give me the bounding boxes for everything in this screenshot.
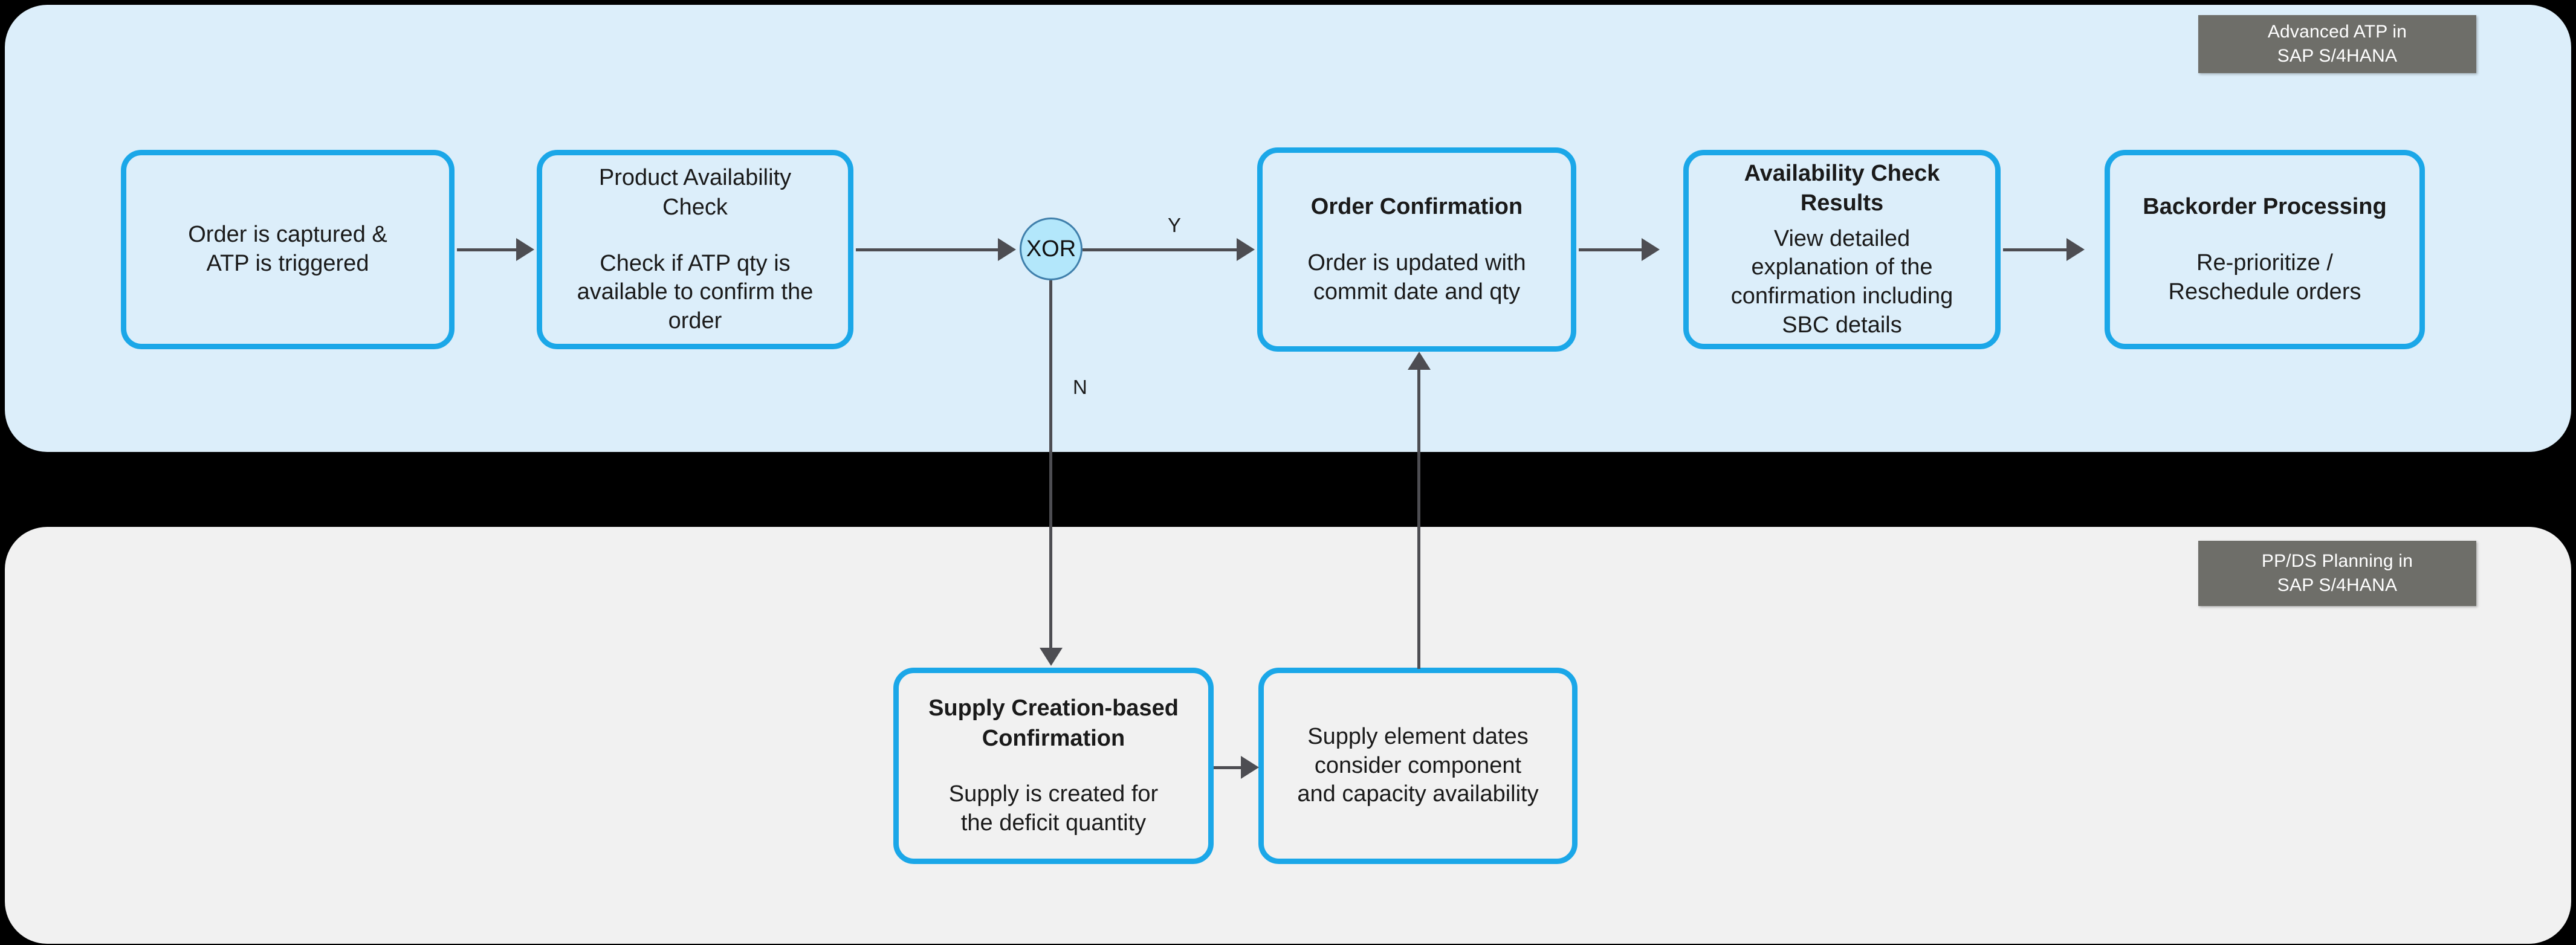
lane-tag-ppds-planning-line2: SAP S/4HANA bbox=[2277, 575, 2398, 595]
node-backorder-processing[interactable]: Backorder Processing Re-prioritize /Resc… bbox=[2105, 150, 2425, 349]
arrowhead-right-icon bbox=[516, 238, 534, 261]
node-order-captured[interactable]: Order is captured &ATP is triggered bbox=[121, 150, 455, 349]
node-order-confirmation[interactable]: Order Confirmation Order is updated with… bbox=[1257, 147, 1576, 352]
connector-pac-to-gateway bbox=[856, 248, 998, 251]
connector-order-captured-to-pac bbox=[457, 248, 516, 251]
lane-tag-ppds-planning-line1: PP/DS Planning in bbox=[2261, 550, 2413, 571]
edge-label-no: N bbox=[1073, 376, 1087, 398]
arrowhead-down-icon bbox=[1040, 648, 1063, 666]
node-availability-check-results[interactable]: Availability Check Results View detailed… bbox=[1683, 150, 2001, 349]
node-order-confirmation-title: Order Confirmation bbox=[1310, 194, 1523, 220]
gateway-xor[interactable]: XOR bbox=[1020, 218, 1083, 280]
edge-label-yes: Y bbox=[1168, 214, 1182, 236]
connector-order-confirmation-to-acr bbox=[1579, 248, 1642, 251]
arrowhead-right-icon bbox=[1642, 238, 1660, 261]
arrowhead-right-icon bbox=[2066, 238, 2085, 261]
node-backorder-processing-title: Backorder Processing bbox=[2143, 194, 2387, 220]
lane-tag-advanced-atp-line1: Advanced ATP in bbox=[2267, 21, 2407, 42]
connector-sed-to-order-confirmation bbox=[1417, 370, 1420, 669]
node-backorder-processing-body: Re-prioritize /Reschedule orders bbox=[2168, 250, 2361, 305]
lane-tag-ppds-planning: PP/DS Planning in SAP S/4HANA bbox=[2198, 541, 2476, 606]
connector-scbc-to-sed bbox=[1214, 766, 1245, 769]
node-order-captured-body: Order is captured &ATP is triggered bbox=[188, 222, 387, 276]
connector-gateway-no bbox=[1049, 280, 1052, 660]
arrowhead-right-icon bbox=[1237, 238, 1255, 261]
lane-tag-advanced-atp-line2: SAP S/4HANA bbox=[2277, 46, 2398, 66]
arrowhead-right-icon bbox=[998, 238, 1016, 261]
arrowhead-right-icon bbox=[1241, 756, 1259, 779]
connector-gateway-yes bbox=[1083, 248, 1237, 251]
arrowhead-up-icon bbox=[1408, 352, 1431, 370]
gateway-xor-label: XOR bbox=[1026, 236, 1076, 262]
node-availability-check-results-title: Availability Check Results bbox=[1744, 161, 1940, 216]
connector-acr-to-backorder bbox=[2003, 248, 2066, 251]
lane-tag-advanced-atp: Advanced ATP in SAP S/4HANA bbox=[2198, 15, 2476, 73]
